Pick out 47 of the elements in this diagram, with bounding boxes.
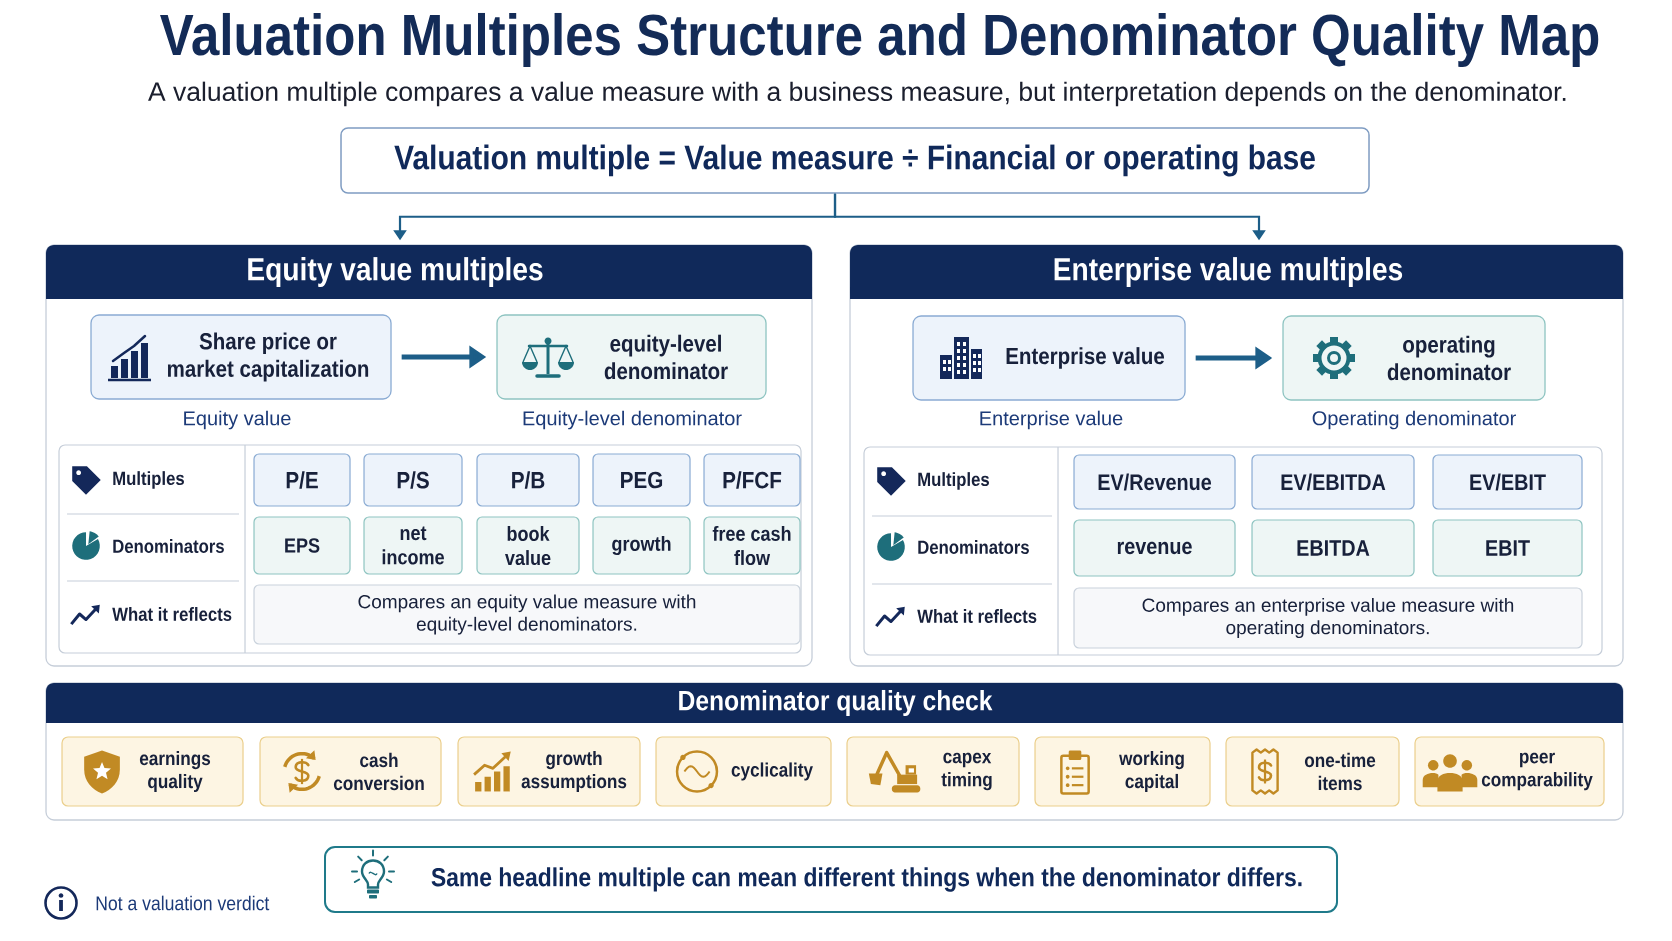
value-box: Share price or market capitalization: [90, 314, 392, 400]
callout-box: Same headline multiple can mean different things when the denominator differs.: [324, 846, 1338, 913]
box-caption: Enterprise value: [980, 410, 1123, 430]
row-label: What it reflects: [112, 607, 232, 621]
check-item: growth assumptions: [457, 736, 641, 807]
denominator-cell: net income: [363, 516, 463, 575]
multiple-cell: EV/EBITDA: [1251, 454, 1415, 510]
multiple-cell: P/S: [363, 453, 463, 507]
multiple-cell: EV/EBIT: [1432, 454, 1583, 510]
denominator-cell: growth: [592, 516, 691, 575]
multiple-cell: P/B: [476, 453, 580, 507]
check-item: working capital: [1034, 736, 1211, 807]
denominator-cell: EBIT: [1432, 519, 1583, 577]
description-cell: Compares an enterprise value measure with operating denominators.: [1073, 587, 1583, 649]
box-caption: Operating denominator: [1312, 410, 1516, 430]
denominator-box: equity-level denominator: [496, 314, 767, 400]
row-label: Denominators: [918, 540, 1029, 554]
check-item: capex timing: [846, 736, 1020, 807]
row-label: What it reflects: [917, 609, 1037, 623]
multiple-cell: PEG: [592, 453, 691, 507]
multiple-cell: EV/Revenue: [1073, 454, 1236, 510]
check-item: cash conversion: [259, 736, 442, 807]
description-cell: Compares an equity value measure with equity-level denominators.: [253, 584, 801, 645]
denominator-cell: book value: [476, 516, 580, 575]
panel-header: Denominator quality check: [46, 683, 1623, 723]
formula-box: Valuation multiple = Value measure ÷ Financial or operating base: [340, 127, 1370, 194]
panel-header: Equity value multiples: [46, 245, 812, 299]
check-item: cyclicality: [655, 736, 832, 807]
note-text: Not a valuation verdict: [96, 895, 270, 911]
denominator-cell: free cash flow: [703, 516, 801, 575]
denominator-cell: revenue: [1073, 519, 1236, 577]
row-label: Denominators: [113, 539, 224, 553]
denominator-box: operating denominator: [1282, 315, 1546, 401]
row-label: Multiples: [113, 471, 184, 489]
check-item: earnings quality: [61, 736, 244, 807]
box-caption: Equity value: [184, 410, 291, 430]
multiple-cell: P/FCF: [703, 453, 801, 507]
box-caption: Equity-level denominator: [523, 410, 742, 430]
row-label: Multiples: [918, 472, 989, 490]
denominator-cell: EBITDA: [1251, 519, 1415, 577]
check-item: peer comparability: [1414, 736, 1605, 807]
check-item: one-time items: [1225, 736, 1400, 807]
panel-header: Enterprise value multiples: [850, 245, 1623, 299]
value-box: Enterprise value: [912, 315, 1186, 401]
denominator-cell: EPS: [253, 516, 351, 575]
multiple-cell: P/E: [253, 453, 351, 507]
title: Valuation Multiples Structure and Denominator Quality Map: [160, 12, 1599, 67]
